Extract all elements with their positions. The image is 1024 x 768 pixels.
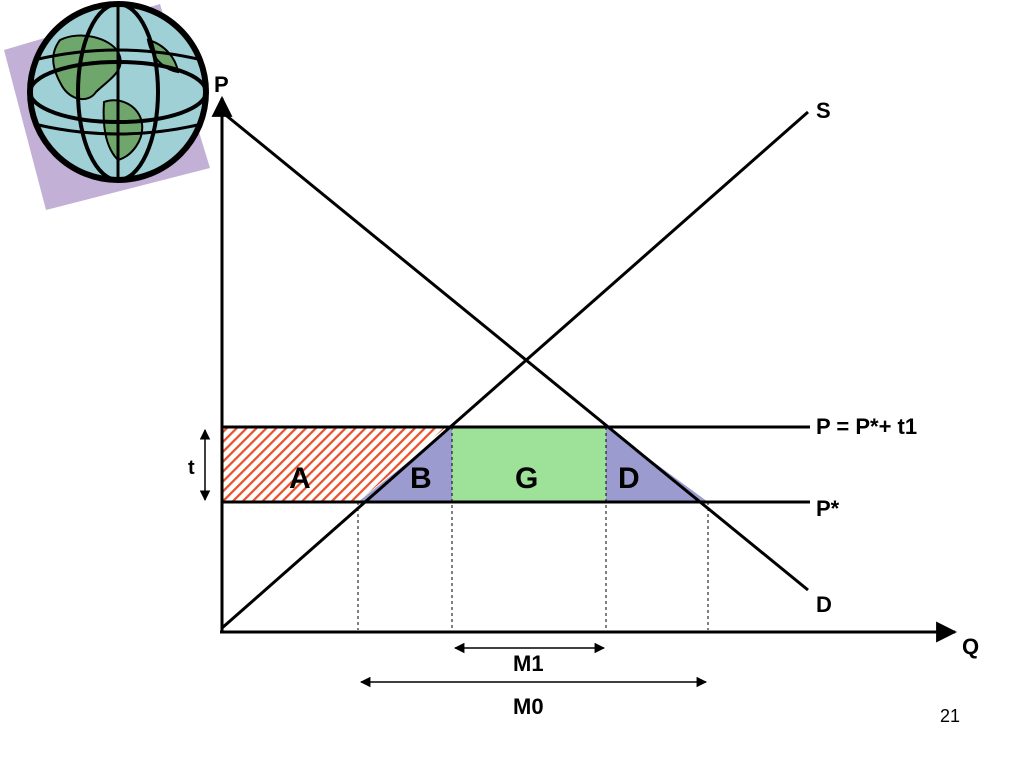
m1-label: M1 (513, 651, 544, 676)
area-b-label: B (410, 462, 432, 495)
globe-icon (4, 1, 210, 210)
y-axis-label: P (214, 72, 229, 97)
tariff-label: t (188, 457, 195, 479)
dashed-guides (357, 427, 709, 630)
area-a (222, 427, 446, 502)
x-axis-label: Q (962, 634, 979, 659)
area-g-label: G (515, 462, 538, 495)
tariff-price-label: P = P*+ t1 (816, 414, 917, 439)
world-price-label: P* (816, 496, 840, 521)
area-a-label: A (289, 462, 311, 495)
m0-label: M0 (513, 694, 544, 719)
demand-label: D (816, 592, 832, 617)
page-number: 21 (940, 706, 960, 726)
demand-curve (221, 110, 809, 592)
supply-curve (221, 110, 809, 630)
area-d-label: D (618, 462, 640, 495)
supply-label: S (816, 98, 831, 123)
area-g (452, 427, 606, 502)
